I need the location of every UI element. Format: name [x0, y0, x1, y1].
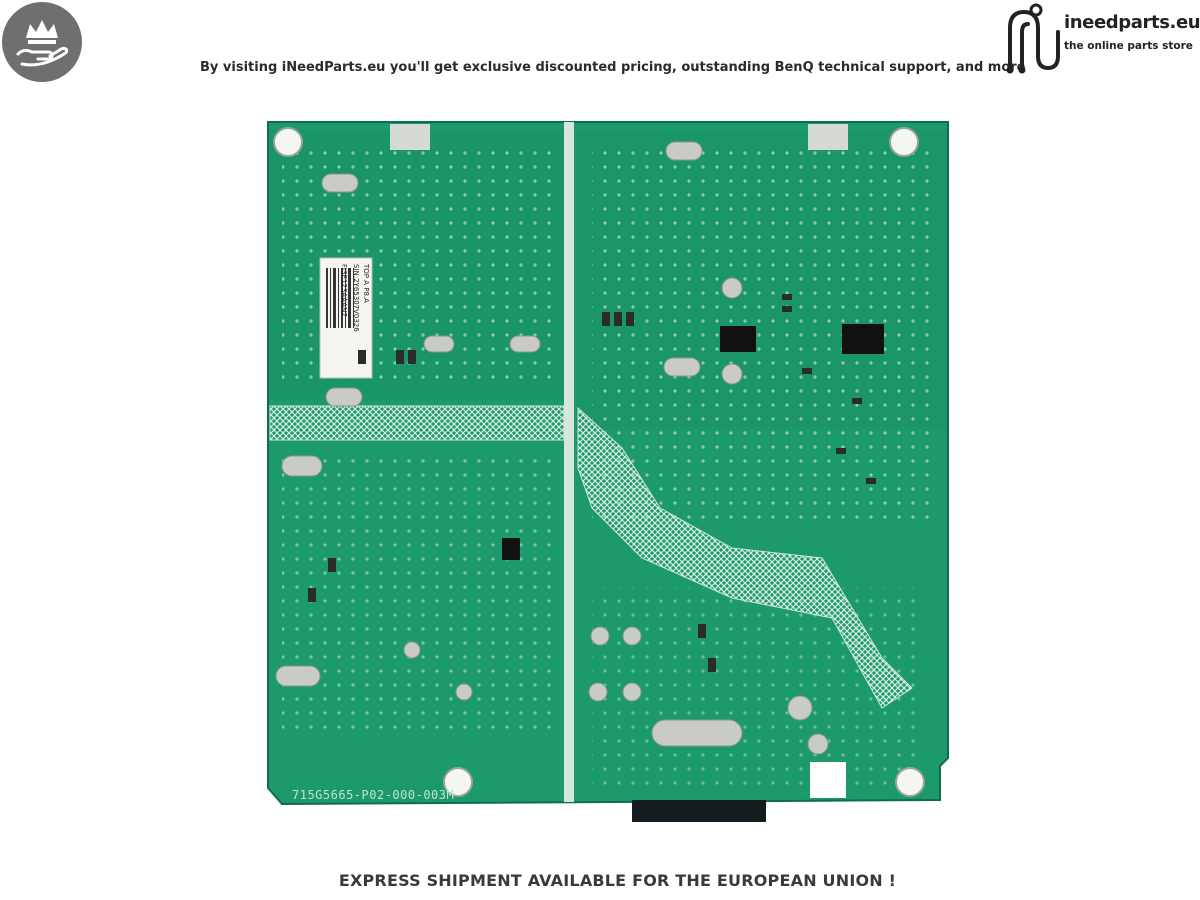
sticker-label-line-2: SIN:2Y65307V0326 [352, 264, 360, 332]
crown-in-hand-icon [2, 2, 82, 82]
header-tagline: By visiting iNeedParts.eu you'll get exc… [200, 60, 1026, 75]
brand-name[interactable]: ineedparts.eu [1064, 12, 1200, 33]
sticker-label-line-1: FI3E123AAAN7 [340, 264, 348, 317]
shipping-notice: EXPRESS SHIPMENT AVAILABLE FOR THE EUROP… [338, 871, 897, 890]
brand-tagline: the online parts store [1064, 40, 1193, 52]
board-code-label: 715G5665-P02-000-003M [292, 788, 455, 802]
power-supply-board-image: 715G5665-P02-000-003M FI3E123AAAN7 SIN:2… [262, 118, 952, 834]
sticker-label-line-3: TOP A P8.A [362, 264, 370, 303]
ineedparts-circuit-logo[interactable] [1002, 2, 1062, 78]
